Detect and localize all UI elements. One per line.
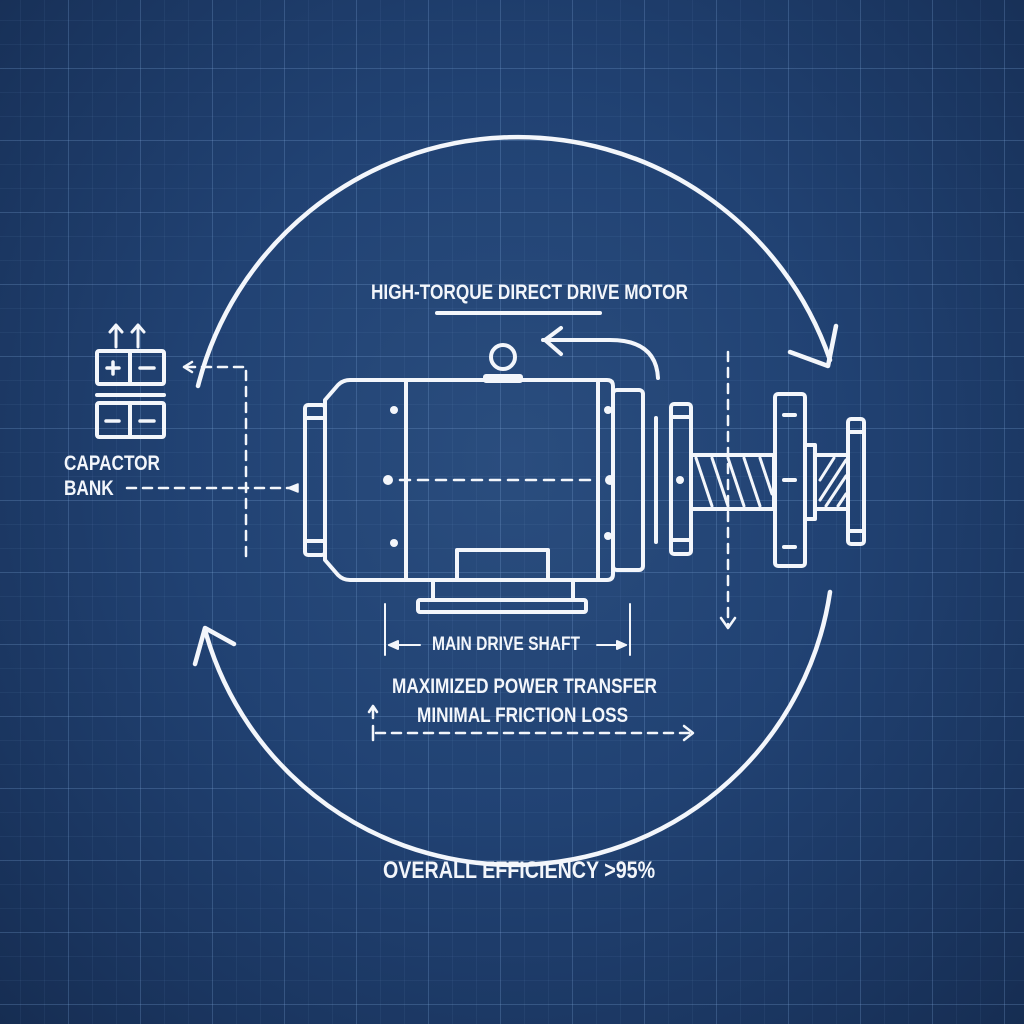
shaft-thread	[694, 456, 848, 508]
motor-icon	[303, 311, 660, 614]
capacitor-label-line1: CAPACTOR	[64, 452, 160, 475]
coupling-icon	[669, 392, 866, 568]
benefit-arrow	[367, 704, 695, 742]
benefit-friction-loss: MINIMAL FRICTION LOSS	[417, 704, 629, 727]
shaft-dimension	[384, 603, 631, 656]
motor-bolts	[383, 406, 615, 547]
capacitor-connector	[125, 365, 292, 560]
shaft-label: MAIN DRIVE SHAFT	[432, 634, 581, 655]
efficiency-label: OVERALL EFFICIENCY >95%	[383, 857, 656, 884]
benefit-power-transfer: MAXIMIZED POWER TRANSFER	[392, 675, 658, 698]
diagram-title: HIGH-TORQUE DIRECT DRIVE MOTOR	[371, 281, 688, 304]
capacitor-label-line2: BANK	[64, 477, 114, 500]
cycle-arrow-icon	[192, 134, 839, 868]
capacitor-bank-icon	[95, 323, 166, 439]
